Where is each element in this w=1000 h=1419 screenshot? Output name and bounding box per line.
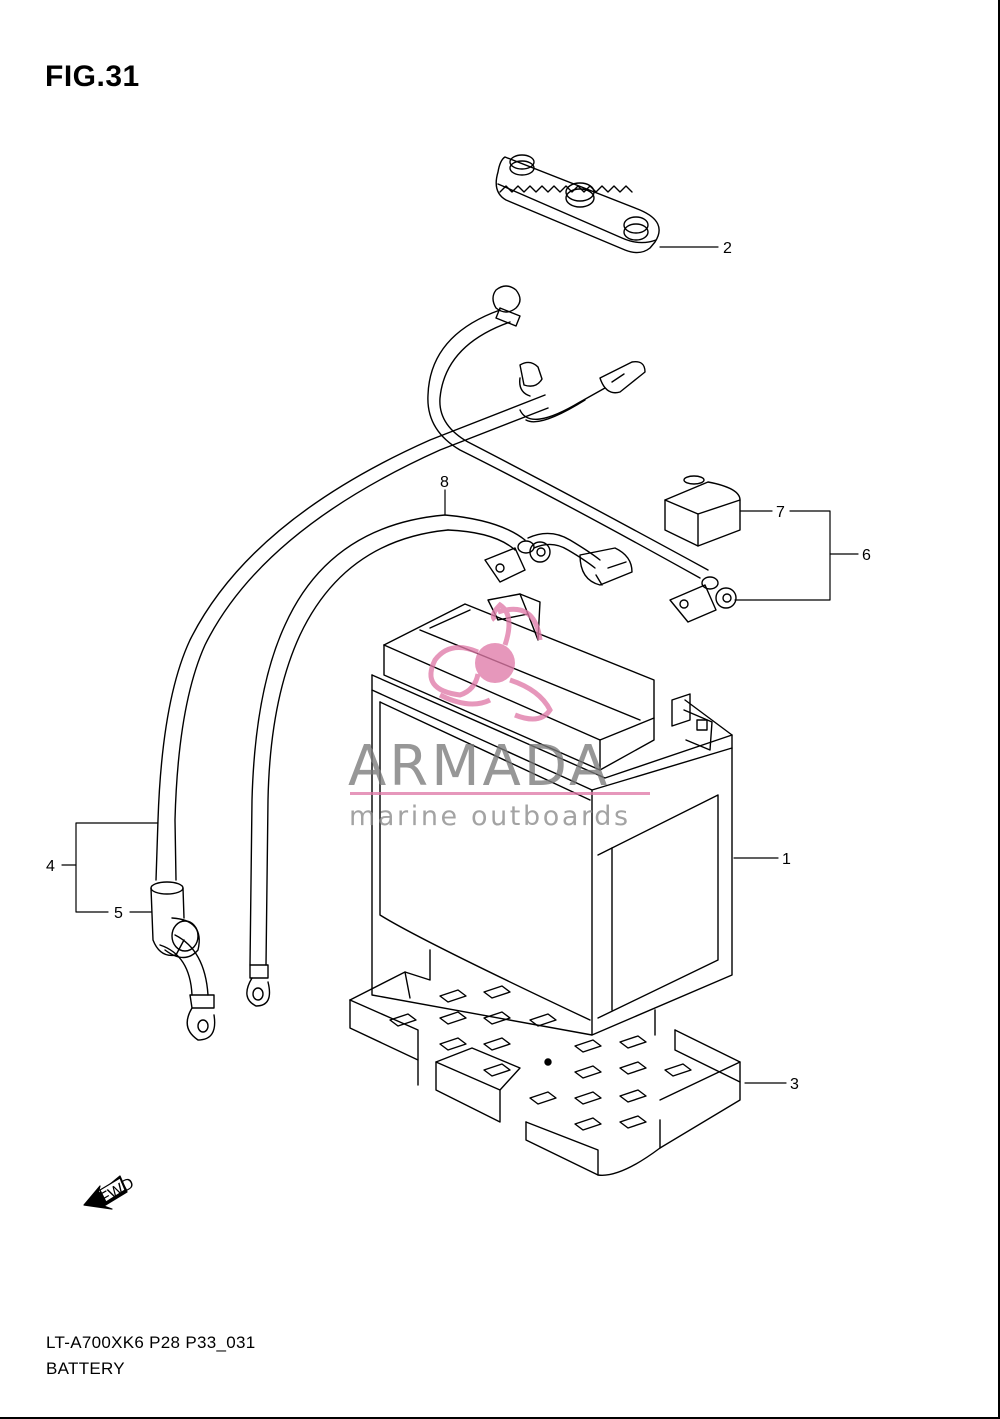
positive-lead-part xyxy=(246,514,633,1007)
footer-model-code: LT-A700XK6 P28 P33_031 xyxy=(46,1333,256,1352)
callout-6: 6 xyxy=(862,547,871,564)
terminal-cover-part xyxy=(495,154,660,254)
callout-3: 3 xyxy=(790,1076,799,1093)
battery-part xyxy=(371,593,733,1036)
callout-7: 7 xyxy=(776,504,785,521)
tray-slots xyxy=(389,985,692,1131)
watermark-brand: ARMADA xyxy=(348,734,610,799)
callout-1: 1 xyxy=(782,851,791,868)
cable-boot-part xyxy=(150,881,200,959)
footer-section-name: BATTERY xyxy=(46,1359,125,1378)
negative-cable-part xyxy=(155,285,709,1041)
callout-2: 2 xyxy=(723,240,732,257)
callout-4: 4 xyxy=(46,858,55,875)
leader-lines xyxy=(61,246,859,1084)
callout-5: 5 xyxy=(114,905,123,922)
figure-title: FIG.31 xyxy=(45,60,140,93)
propeller-logo-icon xyxy=(428,601,553,722)
armada-watermark: ARMADA marine outboards xyxy=(348,601,650,832)
fwd-arrow-icon xyxy=(83,1175,128,1210)
callout-8: 8 xyxy=(440,474,449,491)
fuse-cap-part xyxy=(664,475,741,547)
watermark-tagline: marine outboards xyxy=(349,801,631,832)
battery-tray-part xyxy=(349,949,741,1176)
terminal-bracket-part xyxy=(669,576,737,623)
